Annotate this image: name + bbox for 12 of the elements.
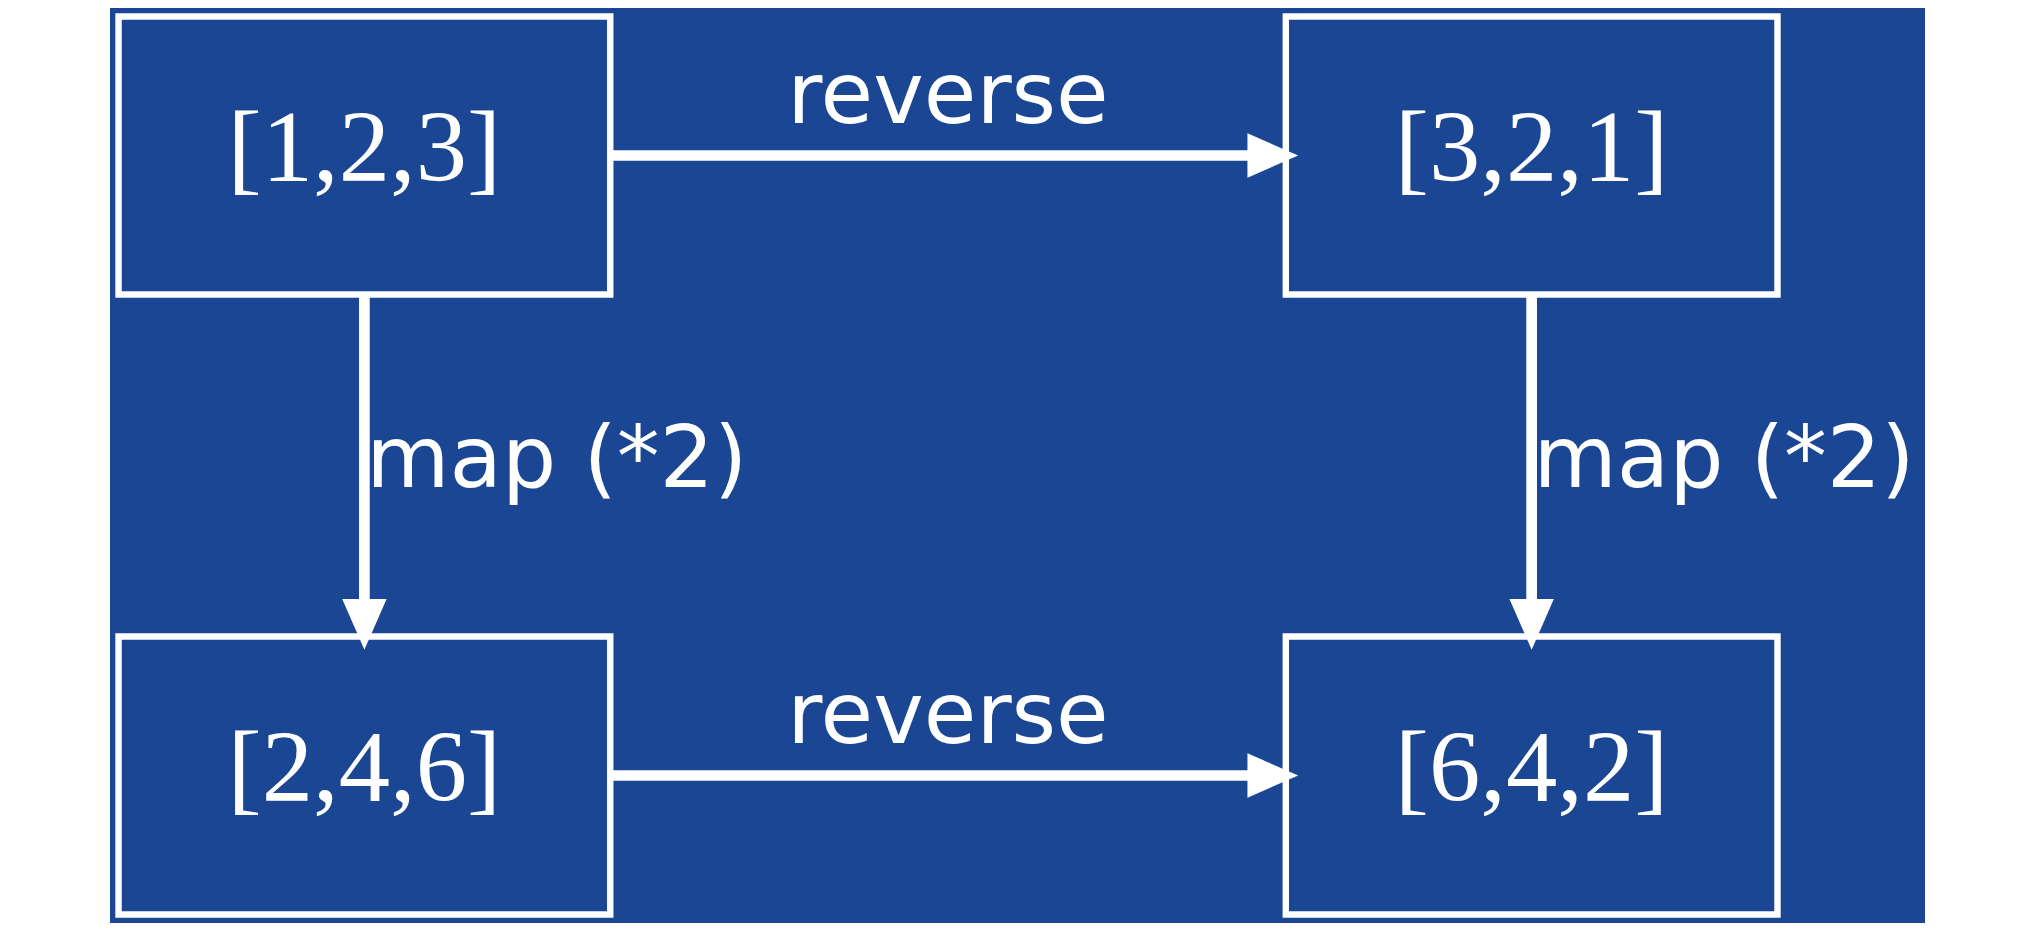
- arrow: [610, 753, 1298, 798]
- arrow: [341, 295, 387, 650]
- edge-label: reverse: [786, 664, 1109, 764]
- node-box: [6,4,2]: [1282, 633, 1781, 918]
- node-box: [2,4,6]: [114, 633, 613, 918]
- edge-label: map (*2): [1533, 407, 1915, 507]
- arrow: [1508, 295, 1554, 650]
- node-box: [3,2,1]: [1282, 13, 1781, 298]
- edge-label: reverse: [786, 44, 1109, 144]
- edge-label: map (*2): [365, 407, 747, 507]
- node-box: [1,2,3]: [114, 13, 613, 298]
- arrow: [610, 133, 1298, 178]
